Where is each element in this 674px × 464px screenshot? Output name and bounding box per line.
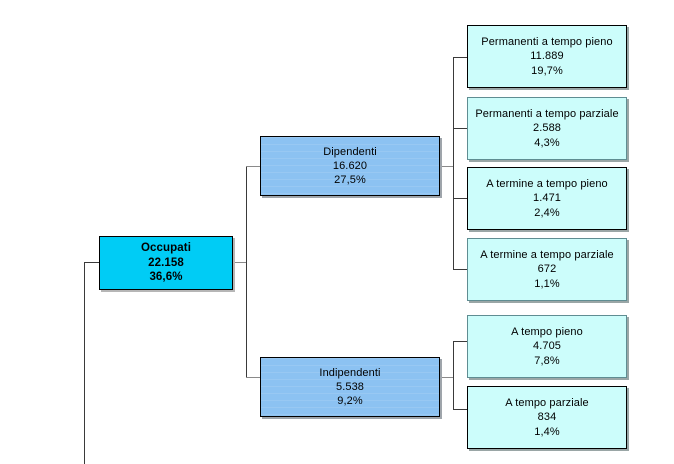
- connector-indipendenti-right-stub: [440, 377, 454, 378]
- connector-dipendenti-right-stub: [440, 166, 454, 167]
- connector-trunk-to-dipendenti: [246, 166, 261, 167]
- node-permanenti-tempo-pieno-label: Permanenti a tempo pieno: [481, 36, 613, 49]
- node-permanenti-tempo-pieno-percent: 19,7%: [531, 64, 563, 77]
- node-indipendenti[interactable]: Indipendenti 5.538 9,2%: [260, 357, 440, 417]
- connector-root-right-stub: [232, 262, 247, 263]
- node-termine-tempo-pieno-label: A termine a tempo pieno: [486, 178, 608, 191]
- connector-trunk-to-indipendenti: [246, 377, 261, 378]
- node-permanenti-tempo-parziale-label: Permanenti a tempo parziale: [475, 108, 619, 121]
- node-indipendenti-value: 5.538: [335, 380, 365, 393]
- node-permanenti-tempo-parziale[interactable]: Permanenti a tempo parziale 2.588 4,3%: [467, 97, 627, 160]
- node-termine-tempo-parziale-value: 672: [537, 263, 557, 276]
- connector-bus-to-term-parziale: [453, 269, 467, 270]
- node-occupati-percent: 36,6%: [149, 271, 183, 284]
- node-indipendenti-tempo-parziale-label: A tempo parziale: [505, 397, 589, 410]
- node-dipendenti[interactable]: Dipendenti 16.620 27,5%: [260, 136, 440, 196]
- connector-root-left-down: [84, 262, 85, 464]
- connector-bus-to-term-pieno: [453, 198, 467, 199]
- node-permanenti-tempo-pieno[interactable]: Permanenti a tempo pieno 11.889 19,7%: [467, 25, 627, 88]
- node-indipendenti-tempo-pieno-percent: 7,8%: [534, 354, 560, 367]
- node-dipendenti-percent: 27,5%: [334, 174, 366, 187]
- node-termine-tempo-parziale[interactable]: A termine a tempo parziale 672 1,1%: [467, 238, 627, 301]
- connector-root-left-stub: [84, 262, 100, 263]
- connector-bus-to-perm-pieno: [453, 57, 467, 58]
- node-termine-tempo-pieno-percent: 2,4%: [534, 206, 560, 219]
- connector-root-trunk: [246, 166, 247, 378]
- connector-bus-to-indip-parziale: [453, 409, 467, 410]
- node-occupati-value: 22.158: [148, 256, 184, 269]
- node-indipendenti-label: Indipendenti: [319, 366, 381, 379]
- node-indipendenti-tempo-pieno-label: A tempo pieno: [511, 326, 583, 339]
- node-indipendenti-percent: 9,2%: [337, 395, 363, 408]
- node-dipendenti-value: 16.620: [332, 159, 368, 172]
- node-termine-tempo-parziale-label: A termine a tempo parziale: [480, 249, 614, 262]
- node-permanenti-tempo-parziale-value: 2.588: [532, 122, 562, 135]
- node-indipendenti-tempo-parziale-percent: 1,4%: [534, 425, 560, 438]
- node-termine-tempo-pieno[interactable]: A termine a tempo pieno 1.471 2,4%: [467, 167, 627, 230]
- node-indipendenti-tempo-pieno[interactable]: A tempo pieno 4.705 7,8%: [467, 315, 627, 378]
- node-termine-tempo-pieno-value: 1.471: [532, 192, 562, 205]
- node-occupati-label: Occupati: [140, 241, 191, 254]
- node-indipendenti-tempo-parziale-value: 834: [537, 411, 557, 424]
- connector-indipendenti-bus: [453, 341, 454, 410]
- node-indipendenti-tempo-pieno-value: 4.705: [532, 340, 562, 353]
- node-termine-tempo-parziale-percent: 1,1%: [534, 277, 560, 290]
- node-occupati[interactable]: Occupati 22.158 36,6%: [99, 236, 233, 290]
- node-permanenti-tempo-parziale-percent: 4,3%: [534, 136, 560, 149]
- connector-bus-to-perm-parziale: [453, 128, 467, 129]
- connector-dipendenti-bus: [453, 57, 454, 269]
- node-permanenti-tempo-pieno-value: 11.889: [530, 50, 564, 63]
- connector-bus-to-indip-pieno: [453, 341, 467, 342]
- node-dipendenti-label: Dipendenti: [323, 145, 377, 158]
- node-indipendenti-tempo-parziale[interactable]: A tempo parziale 834 1,4%: [467, 386, 627, 449]
